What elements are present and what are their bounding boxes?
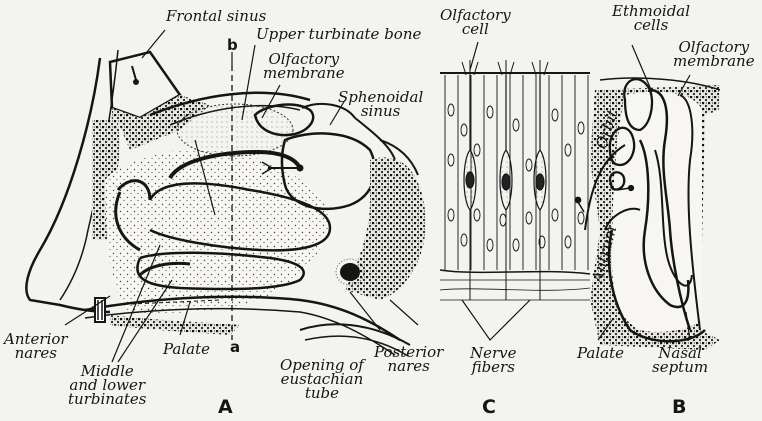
label-nasal-septum: Nasal septum [652,346,708,374]
panel-b-drawing [576,45,720,350]
label-upper-turbinate-bone: Upper turbinate bone [256,27,421,42]
label-line: septum [652,360,708,374]
label-olfactory-membrane-a: Olfactory membrane [263,52,345,80]
label-olfactory-cell: Olfactory cell [440,8,511,36]
label-opening-eustachian-tube: Opening of eustachian tube [280,358,364,400]
label-anterior-nares: Anterior nares [4,332,68,360]
label-frontal-sinus: Frontal sinus [166,9,266,24]
label-line: membrane [673,54,755,68]
label-palate-a: Palate [163,342,210,357]
label-section-mark-a: a [230,340,240,355]
label-palate-b: Palate [577,346,624,361]
label-olfactory-membrane-b: Olfactory membrane [673,40,755,68]
panel-label-c: C [482,396,496,418]
label-posterior-nares: Posterior nares [374,345,443,373]
label-line: nares [4,346,68,360]
label-line: turbinates [68,392,146,406]
label-line: nares [374,359,443,373]
panel-label-a: A [218,396,233,418]
label-middle-lower-turbinates: Middle and lower turbinates [68,364,146,406]
panel-c-drawing [440,42,590,340]
label-line: membrane [263,66,345,80]
panel-a-drawing [26,30,425,362]
label-nerve-fibers: Nerve fibers [470,346,517,374]
label-line: tube [280,386,364,400]
label-section-mark-b: b [227,38,238,53]
label-ethmoidal-cells: Ethmoidal cells [612,4,690,32]
label-sphenoidal-sinus: Sphenoidal sinus [338,90,423,118]
label-line: sinus [338,104,423,118]
label-line: cells [612,18,690,32]
label-line: cell [440,22,511,36]
panel-label-b: B [672,396,686,418]
label-line: fibers [470,360,517,374]
